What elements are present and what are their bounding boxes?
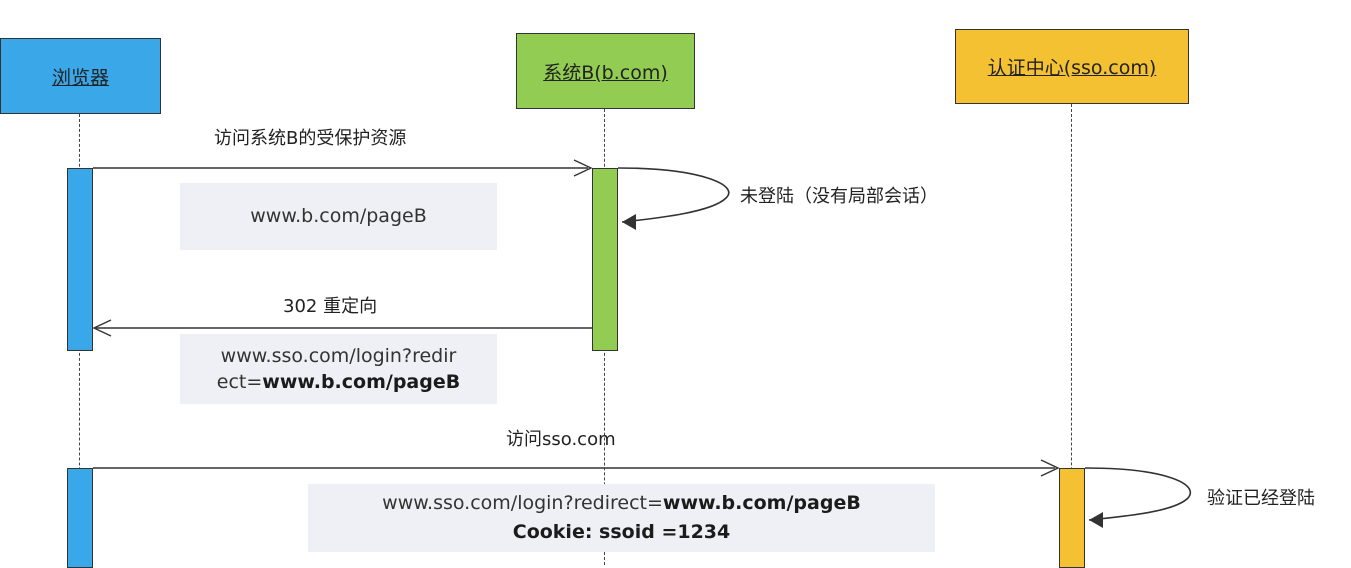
- self-loop-head-2: [1089, 512, 1103, 528]
- note-redirect-line-2-bold: www.b.com/pageB: [262, 371, 461, 393]
- browser-activation-1: [67, 168, 93, 351]
- arrow-head-visit-sso: [1040, 459, 1060, 477]
- note-redirect-line-2: ect=www.b.com/pageB: [217, 369, 460, 395]
- self-loop-head-1: [622, 214, 636, 230]
- message-label-redirect: 302 重定向: [283, 296, 378, 317]
- note-request-url: www.b.com/pageB: [180, 183, 497, 250]
- sso-activation: [1059, 468, 1085, 568]
- note-sso-line-1-bold: www.b.com/pageB: [662, 492, 861, 514]
- note-sso-line-1-prefix: www.sso.com/login?redirect=: [382, 492, 663, 514]
- note-redirect-line-2-prefix: ect=: [216, 371, 263, 393]
- note-sso-line-2: Cookie: ssoid =1234: [513, 518, 731, 547]
- actor-browser-label: 浏览器: [51, 66, 109, 89]
- message-label-request: 访问系统B的受保护资源: [214, 128, 407, 149]
- self-loop-verified: [1084, 467, 1191, 521]
- actor-sso: 认证中心(sso.com): [955, 29, 1189, 104]
- note-sso-request: www.sso.com/login?redirect=www.b.com/pag…: [308, 484, 935, 552]
- self-label-not-logged-in: 未登陆（没有局部会话）: [740, 186, 938, 207]
- note-redirect-line-1: www.sso.com/login?redir: [220, 345, 457, 367]
- note-request-url-text: www.b.com/pageB: [250, 205, 427, 227]
- actor-system-b-label: 系统B(b.com): [543, 61, 668, 84]
- note-redirect-url: www.sso.com/login?redir ect=www.b.com/pa…: [180, 334, 497, 404]
- self-label-verified: 验证已经登陆: [1207, 488, 1315, 509]
- arrow-head-redirect: [92, 319, 112, 337]
- actor-browser: 浏览器: [0, 38, 161, 114]
- message-label-visit-sso: 访问sso.com: [506, 429, 616, 450]
- self-loop-not-logged-in: [617, 167, 730, 223]
- note-sso-line-1: www.sso.com/login?redirect=www.b.com/pag…: [382, 489, 861, 518]
- sso-lifeline: [1071, 104, 1072, 565]
- note-sso-cookie: Cookie: ssoid =1234: [512, 521, 731, 543]
- system-b-activation: [592, 168, 618, 351]
- actor-system-b: 系统B(b.com): [516, 33, 695, 109]
- actor-sso-label: 认证中心(sso.com): [987, 57, 1157, 79]
- arrow-head-request-system-b: [573, 159, 593, 177]
- browser-activation-2: [67, 468, 93, 568]
